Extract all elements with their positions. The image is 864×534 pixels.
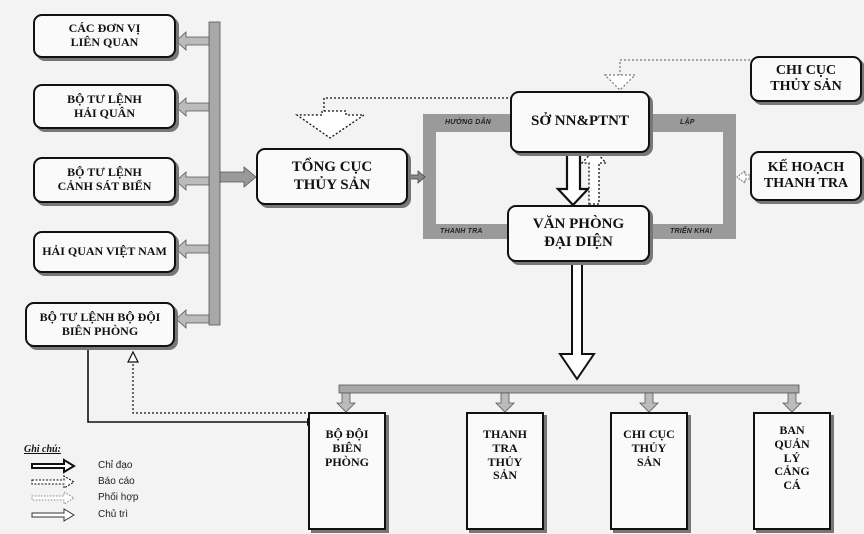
tong-cuc-thuy-san-box: TỔNG CỤC THỦY SẢN bbox=[256, 148, 408, 205]
ban-quan-ly-cang-ca-box: BAN QUẢN LÝ CẢNG CÁ bbox=[753, 412, 831, 530]
cac-don-vi-lien-quan-box: CÁC ĐƠN VỊ LIÊN QUAN bbox=[33, 14, 176, 58]
bottom-bus bbox=[338, 384, 800, 394]
frame-label-thanh-tra: Thanh tra bbox=[440, 228, 483, 235]
tongcuc-arrow bbox=[407, 170, 426, 184]
report-arrow-vp-so bbox=[580, 149, 608, 205]
bo-tu-lenh-hai-quan-box: BỘ TƯ LỆNH HẢI QUÂN bbox=[33, 84, 176, 129]
bo-tu-lenh-bo-doi-bien-phong-box: BỘ TƯ LỆNH BỘ ĐỘI BIÊN PHÒNG bbox=[25, 302, 175, 347]
report-arrow-top bbox=[323, 97, 512, 115]
legend-label-phoi-hop: Phối hợp bbox=[98, 492, 139, 503]
thanh-tra-thuy-san-box: THANH TRA THỦY SẢN bbox=[466, 412, 544, 530]
frame-label-trien-khai: Triển khai bbox=[670, 228, 713, 235]
so-nn-ptnt-box: SỞ NN&PTNT bbox=[510, 91, 650, 153]
frame-label-lap: Lập bbox=[680, 119, 695, 126]
ke-hoach-thanh-tra-box: KẾ HOẠCH THANH TRA bbox=[750, 151, 862, 201]
legend-label-chu-tri: Chủ trì bbox=[98, 509, 129, 520]
report-line-head bbox=[127, 350, 139, 363]
command-line-bienphong bbox=[87, 345, 307, 423]
kehoach-arrow bbox=[736, 170, 751, 184]
legend-label-chi-dao: Chỉ đạo bbox=[98, 460, 133, 471]
van-phong-dai-dien-box: VĂN PHÒNG ĐẠI DIỆN bbox=[507, 205, 650, 262]
bottom-bus-arrows bbox=[336, 392, 802, 413]
legend-label-bao-cao: Báo cáo bbox=[98, 476, 135, 487]
legend-title: Ghi chú: bbox=[24, 444, 61, 455]
left-bus bbox=[175, 21, 257, 329]
bo-doi-bien-phong-box: BỘ ĐỘI BIÊN PHÒNG bbox=[308, 412, 386, 530]
report-line-bienphong bbox=[132, 362, 346, 414]
legend-arrows bbox=[31, 458, 76, 522]
report-arrowhead bbox=[294, 110, 367, 139]
frame-label-huong-dan: Hướng dẫn bbox=[445, 119, 491, 126]
direct-arrow-so-vp bbox=[555, 150, 591, 207]
coord-arrow-chicuc bbox=[603, 59, 750, 91]
bo-tu-lenh-canh-sat-bien-box: BỘ TƯ LỆNH CẢNH SÁT BIỂN bbox=[33, 157, 176, 203]
hai-quan-viet-nam-box: HẢI QUAN VIỆT NAM bbox=[33, 231, 176, 273]
direct-arrow-vp-down bbox=[558, 261, 596, 381]
chi-cuc-thuy-san-bottom-box: CHI CỤC THỦY SẢN bbox=[610, 412, 688, 530]
chi-cuc-thuy-san-top-box: CHI CỤC THỦY SẢN bbox=[750, 56, 862, 102]
